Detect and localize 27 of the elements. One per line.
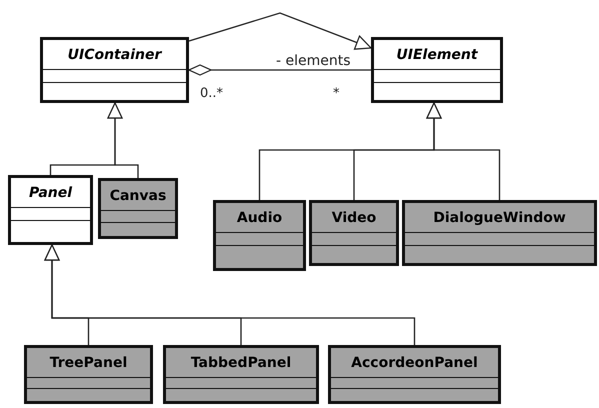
class-name: TreePanel bbox=[48, 354, 128, 373]
class-box bbox=[309, 200, 399, 266]
class-name: UIContainer bbox=[66, 46, 163, 65]
class-name: Video bbox=[330, 209, 378, 228]
inheritance-arrow bbox=[107, 102, 139, 178]
class-box bbox=[163, 345, 319, 404]
class-name: Audio bbox=[236, 209, 284, 228]
class-name: AccordeonPanel bbox=[350, 354, 479, 373]
inheritance-arrow bbox=[426, 102, 500, 200]
class-name: DialogueWindow bbox=[432, 209, 567, 228]
multiplicity-label: * bbox=[333, 86, 340, 101]
class-box bbox=[40, 37, 189, 103]
class-box bbox=[98, 178, 178, 239]
class-name: TabbedPanel bbox=[190, 354, 292, 373]
class-name: Canvas bbox=[108, 187, 168, 206]
class-box bbox=[24, 345, 153, 404]
class-box bbox=[8, 175, 93, 245]
class-box bbox=[371, 37, 503, 103]
class-box bbox=[328, 345, 501, 404]
class-box bbox=[402, 200, 597, 266]
class-box bbox=[213, 200, 306, 271]
class-name: Panel bbox=[28, 184, 74, 203]
inheritance-arrow bbox=[188, 12, 372, 50]
inheritance-arrow bbox=[44, 244, 416, 345]
aggregation-line bbox=[188, 64, 371, 76]
class-name: UIElement bbox=[395, 46, 479, 65]
multiplicity-label: 0..* bbox=[200, 86, 224, 101]
